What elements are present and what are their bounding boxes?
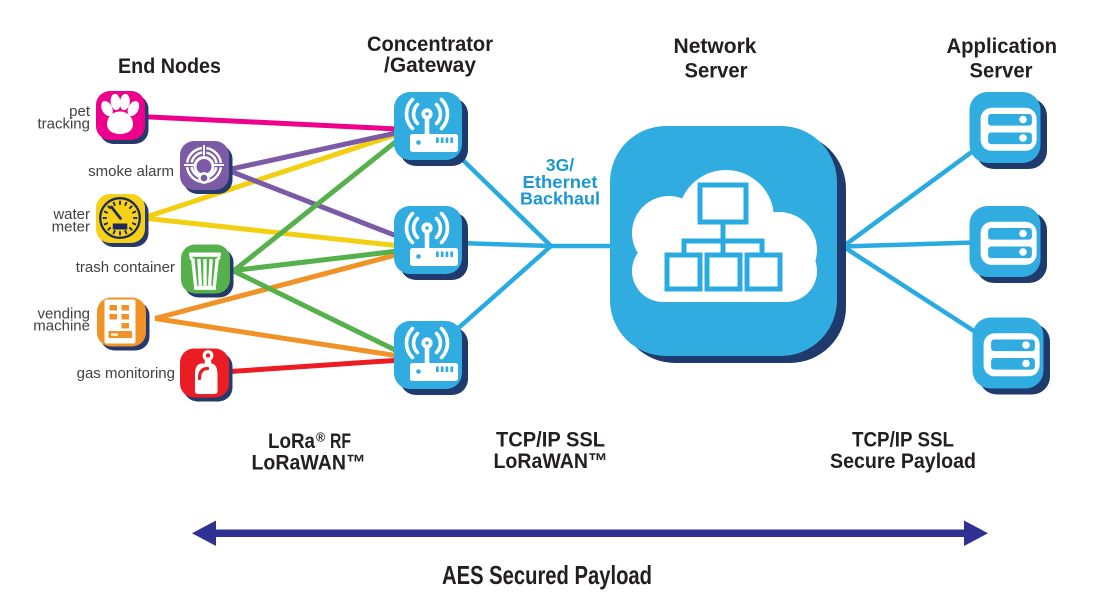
svg-text:Ethernet: Ethernet bbox=[523, 172, 598, 192]
svg-text:/Gateway: /Gateway bbox=[384, 53, 476, 77]
svg-text:trash container: trash container bbox=[76, 259, 175, 276]
svg-text:Concentrator: Concentrator bbox=[367, 32, 494, 56]
svg-text:smoke alarm: smoke alarm bbox=[88, 163, 174, 180]
svg-text:AES Secured Payload: AES Secured Payload bbox=[442, 560, 652, 590]
svg-text:vending: vending bbox=[37, 306, 90, 323]
svg-text:RF: RF bbox=[330, 429, 351, 453]
svg-text:®: ® bbox=[316, 431, 326, 445]
svg-text:Application: Application bbox=[947, 34, 1058, 58]
svg-text:Server: Server bbox=[970, 59, 1034, 83]
svg-text:3G/: 3G/ bbox=[546, 155, 574, 175]
svg-text:Secure Payload: Secure Payload bbox=[830, 449, 976, 473]
svg-text:machine: machine bbox=[33, 318, 90, 335]
svg-text:LoRaWAN™: LoRaWAN™ bbox=[252, 451, 366, 475]
svg-text:TCP/IP SSL: TCP/IP SSL bbox=[496, 428, 605, 452]
svg-text:Backhaul: Backhaul bbox=[520, 189, 600, 209]
svg-text:End Nodes: End Nodes bbox=[118, 54, 221, 78]
svg-text:Server: Server bbox=[685, 59, 749, 83]
svg-text:LoRa: LoRa bbox=[268, 429, 316, 453]
svg-text:tracking: tracking bbox=[37, 116, 90, 133]
svg-text:meter: meter bbox=[52, 218, 90, 235]
svg-text:LoRaWAN™: LoRaWAN™ bbox=[494, 449, 608, 473]
svg-text:Network: Network bbox=[674, 34, 757, 58]
svg-text:pet: pet bbox=[69, 103, 91, 120]
svg-text:gas monitoring: gas monitoring bbox=[77, 365, 175, 382]
svg-text:TCP/IP SSL: TCP/IP SSL bbox=[852, 428, 954, 452]
svg-text:water: water bbox=[52, 206, 90, 223]
